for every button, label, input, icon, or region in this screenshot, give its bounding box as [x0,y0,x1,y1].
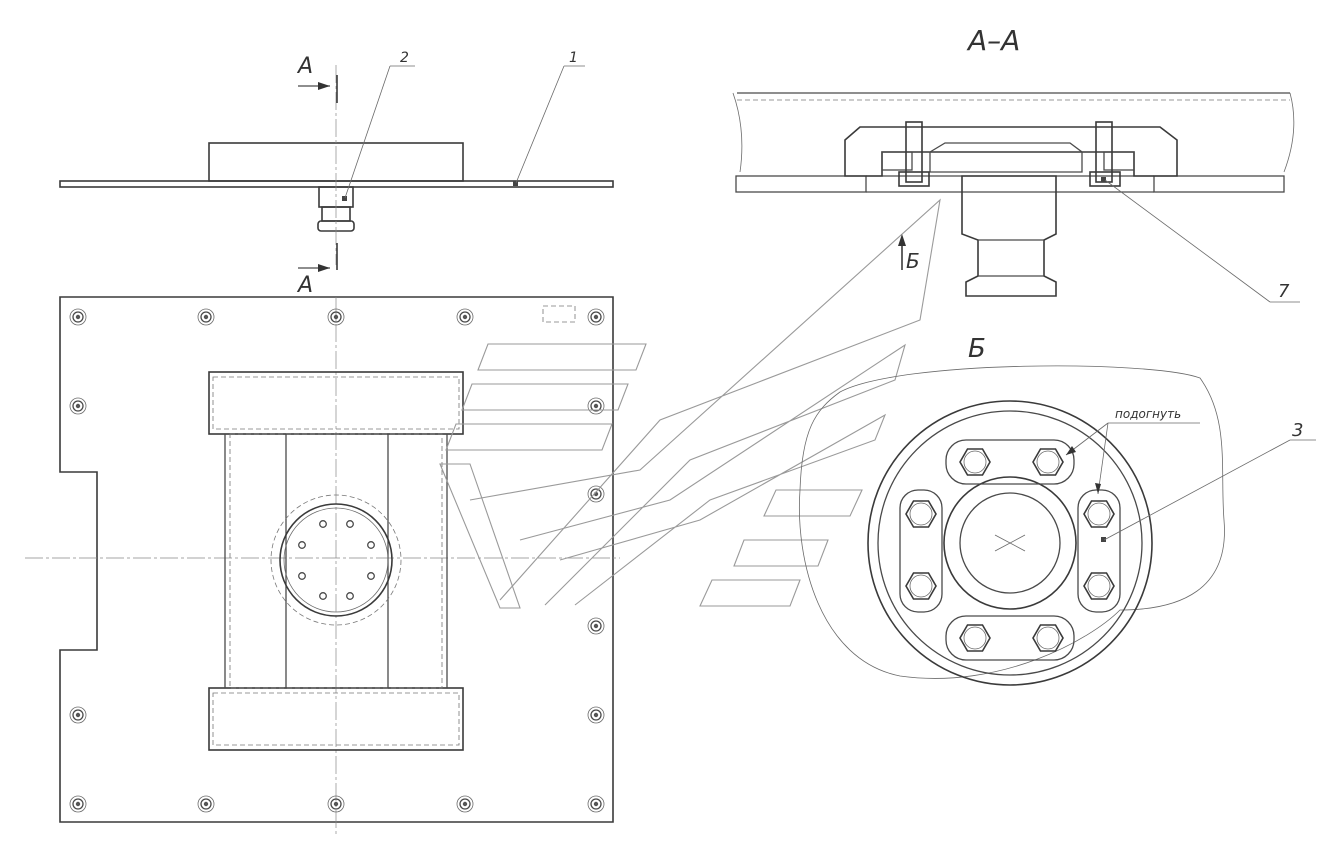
note-leaders [1065,422,1316,541]
cut-label-bottom: А [296,273,313,298]
watermark [439,198,941,609]
view-b [799,365,1225,686]
view-title: Б [968,334,986,364]
section-cut-markers [298,75,338,272]
hex-bolts [905,448,1115,652]
view-arrow [898,234,906,270]
flange-holes [298,520,375,600]
cut-label-top: А [296,54,313,79]
callout-7: 7 [1278,281,1290,302]
plan-view [25,296,620,835]
side-view [59,65,614,265]
part-1-marker [513,181,518,186]
callout-1: 1 [569,50,578,66]
note-bend: подогнуть [1115,407,1181,421]
part-2-marker [342,196,347,201]
section-title: А–А [966,24,1020,57]
leaders-top [344,65,585,199]
view-arrow-label: Б [906,249,920,273]
leader-7 [1104,179,1300,303]
section-a-a [732,92,1295,297]
callout-2: 2 [400,50,409,66]
callout-3: 3 [1292,420,1303,441]
